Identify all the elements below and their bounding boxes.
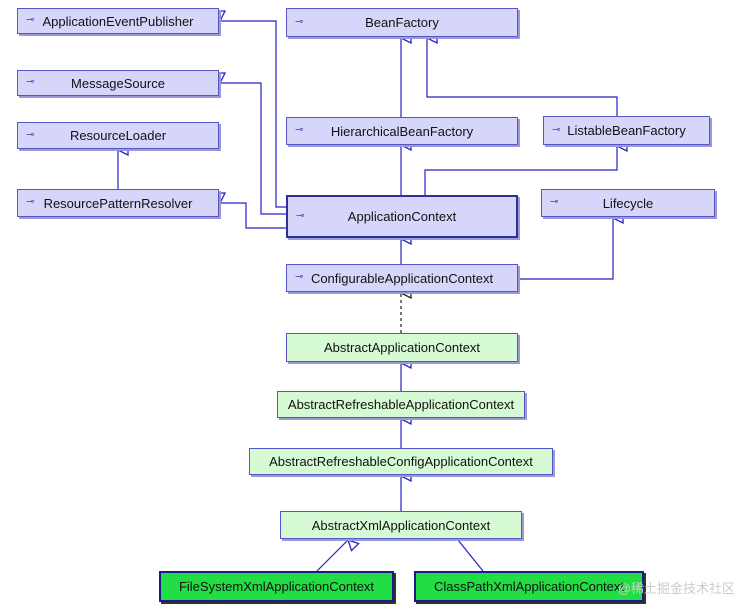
node-file-system-xml-application-context[interactable]: FileSystemXmlApplicationContext [159,571,394,602]
node-lifecycle[interactable]: ⊸ Lifecycle [541,189,715,217]
node-label: MessageSource [71,75,165,91]
node-application-context[interactable]: ⊸ ApplicationContext [286,195,518,238]
watermark: @稀土掘金技术社区 [617,581,735,596]
node-listable-bean-factory[interactable]: ⊸ ListableBeanFactory [543,116,710,145]
edge-listable-to-beanfactory [427,38,618,116]
node-label: ApplicationEventPublisher [42,13,194,29]
node-bean-factory[interactable]: ⊸ BeanFactory [286,8,518,37]
node-abstract-application-context[interactable]: AbstractApplicationContext [286,333,518,362]
node-label: FileSystemXmlApplicationContext [178,579,375,594]
edge-appctx-to-messagesource [220,83,286,215]
interface-icon: ⊸ [26,196,35,208]
node-label: ListableBeanFactory [567,123,686,138]
node-abstract-refreshable-application-context[interactable]: AbstractRefreshableApplicationContext [277,391,525,418]
edge-appctx-to-resolver [220,203,286,229]
node-label: AbstractRefreshableApplicationContext [287,397,515,412]
node-label: HierarchicalBeanFactory [330,123,474,139]
interface-icon: ⊸ [26,76,35,88]
node-label: BeanFactory [365,15,439,30]
node-resource-loader[interactable]: ⊸ ResourceLoader [17,122,219,149]
node-application-event-publisher[interactable]: ⊸ ApplicationEventPublisher [17,8,219,34]
node-label: AbstractApplicationContext [323,340,481,355]
edge-filesystem-to-xml [316,540,348,572]
node-configurable-application-context[interactable]: ⊸ ConfigurableApplicationContext [286,264,518,292]
node-label: ResourcePatternResolver [43,195,193,211]
node-message-source[interactable]: ⊸ MessageSource [17,70,219,96]
interface-icon: ⊸ [295,271,304,283]
edge-appctx-to-listable [424,146,617,195]
edge-appctx-to-publisher [220,21,286,208]
node-label: AbstractRefreshableConfigApplicationCont… [269,454,533,469]
node-label: Lifecycle [602,195,654,211]
interface-icon: ⊸ [296,209,305,221]
node-abstract-refreshable-config-application-context[interactable]: AbstractRefreshableConfigApplicationCont… [249,448,553,475]
node-label: ConfigurableApplicationContext [310,270,494,286]
interface-icon: ⊸ [295,15,304,27]
node-label: ClassPathXmlApplicationContext [433,579,625,594]
node-resource-pattern-resolver[interactable]: ⊸ ResourcePatternResolver [17,189,219,217]
node-label: ResourceLoader [69,128,167,143]
interface-icon: ⊸ [26,128,35,140]
interface-icon: ⊸ [26,14,35,26]
interface-icon: ⊸ [550,196,559,208]
node-abstract-xml-application-context[interactable]: AbstractXmlApplicationContext [280,511,522,539]
edge-configurable-to-lifecycle [518,218,613,280]
node-hierarchical-bean-factory[interactable]: ⊸ HierarchicalBeanFactory [286,117,518,145]
node-label: ApplicationContext [347,209,457,224]
edge-classpath-to-xml [458,540,484,572]
interface-icon: ⊸ [295,124,304,136]
node-class-path-xml-application-context[interactable]: ClassPathXmlApplicationContext [414,571,644,602]
node-label: AbstractXmlApplicationContext [311,517,491,533]
interface-icon: ⊸ [552,123,561,135]
